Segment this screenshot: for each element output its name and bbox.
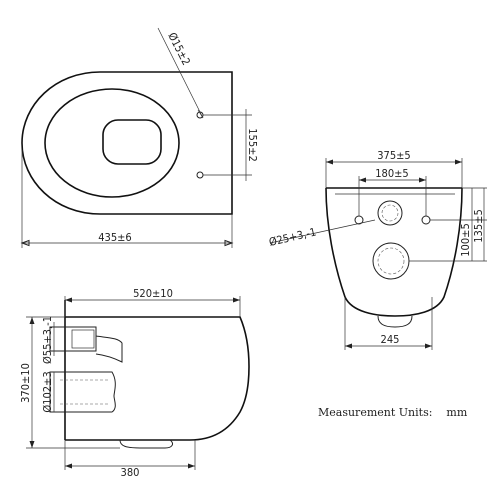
front-view-foot: [377, 315, 413, 328]
top-view-inner-bowl: [44, 88, 180, 198]
top-hole-spacing-dim: 155±2: [246, 128, 259, 161]
measurement-units-note: Measurement Units: mm: [318, 406, 468, 419]
front-base-width-dim: 245: [381, 333, 400, 346]
front-view-inlet: [377, 200, 403, 226]
top-view: [20, 27, 252, 248]
top-hole-dia-dim: Ø15±2: [165, 30, 192, 67]
side-view-foot: [119, 439, 173, 449]
top-view-outlet: [102, 119, 162, 165]
front-outlet-dia-dim: Ø25+3,-1: [268, 225, 318, 248]
top-view-hole-2: [196, 171, 204, 179]
top-length-dim: 435±6: [98, 231, 131, 244]
side-outlet-dia-dim: Ø102±3: [41, 371, 54, 412]
front-width-dim: 375±5: [377, 149, 410, 162]
front-view: [269, 158, 487, 350]
front-hole-height-1-dim: 100±5: [459, 223, 472, 256]
side-view-body: [65, 316, 250, 441]
front-hole-height-2-dim: 135±5: [472, 209, 485, 242]
side-inlet-dia-dim: Ø55+3,-1: [41, 316, 54, 364]
front-view-body: [325, 187, 463, 317]
front-view-bolt-right: [421, 215, 431, 225]
top-view-outer: [21, 71, 233, 215]
side-height-dim: 370±10: [19, 363, 32, 403]
side-view: [26, 296, 250, 470]
front-view-outlet: [372, 242, 410, 280]
side-view-outlet-pipe: [49, 371, 116, 413]
side-length-dim: 520±10: [133, 287, 173, 300]
front-bolt-spacing-dim: 180±5: [375, 167, 408, 180]
side-view-inlet-pipe: [49, 326, 97, 352]
side-base-length-dim: 380: [121, 466, 140, 479]
